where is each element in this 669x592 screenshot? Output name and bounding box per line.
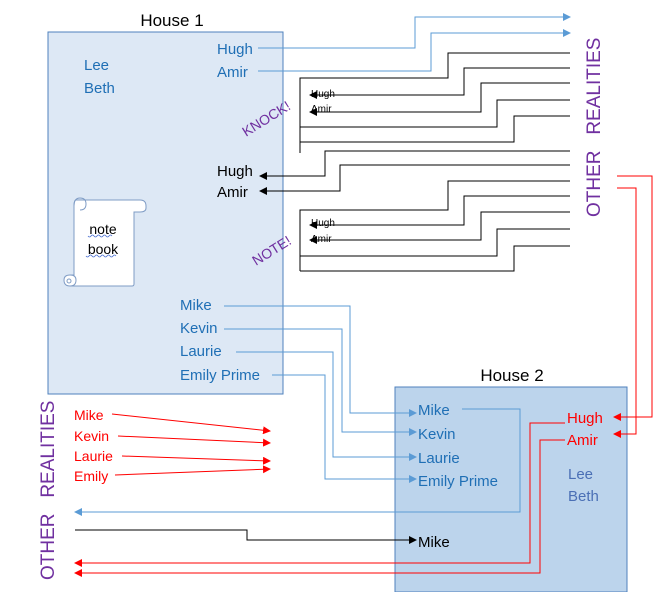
house1-to-house2-people-lines	[224, 305, 417, 483]
house2-person-laurie: Laurie	[418, 450, 460, 467]
house1-person-laurie: Laurie	[180, 343, 222, 360]
house2-person-emily-prime: Emily Prime	[418, 473, 498, 490]
house2-box	[394, 386, 628, 592]
house1-title: House 1	[140, 11, 203, 30]
house1-resident-lee: Lee	[84, 57, 109, 74]
notebook-text-line2: book	[88, 241, 119, 257]
other-realities-left: OTHER REALITIES	[38, 401, 59, 580]
red-other-realities-to-house2	[613, 175, 653, 438]
house2-hugh: Hugh	[567, 410, 603, 427]
house1-person-emily-prime: Emily Prime	[180, 367, 260, 384]
house1-hugh: Hugh	[217, 41, 253, 58]
arrow-amir-to-other-realities	[258, 29, 571, 72]
other-realities-right: OTHER REALITIES	[584, 38, 605, 217]
house1-resident-beth: Beth	[84, 80, 115, 97]
notebook-text-line1: note	[89, 221, 116, 237]
left-red-mike: Mike	[74, 407, 104, 423]
left-red-kevin: Kevin	[74, 428, 109, 444]
notebook-scroll-icon	[63, 197, 147, 287]
knock-lines	[299, 52, 570, 153]
house2-resident-beth: Beth	[568, 488, 599, 505]
house2-mike-bottom: Mike	[418, 534, 450, 551]
left-red-laurie: Laurie	[74, 448, 113, 464]
house1-hugh-2: Hugh	[217, 163, 253, 180]
left-red-emily: Emily	[74, 468, 108, 484]
house2-person-mike: Mike	[418, 402, 450, 419]
note-lines	[299, 180, 570, 272]
house1-hugh-amir-return-lines	[259, 150, 570, 195]
house2-resident-lee: Lee	[568, 466, 593, 483]
house2-mike-exit-arrow	[74, 408, 521, 516]
house2-person-kevin: Kevin	[418, 426, 456, 443]
notebook-spellcheck-underline	[85, 234, 117, 258]
left-red-arrows	[111, 413, 271, 476]
house2-title: House 2	[480, 366, 543, 385]
red-house2-to-left	[74, 422, 565, 577]
mike-entry-arrow	[75, 529, 417, 544]
knock-amir: Amir	[311, 104, 332, 115]
house1-amir: Amir	[217, 64, 248, 81]
house2-amir: Amir	[567, 432, 598, 449]
arrow-hugh-to-other-realities	[258, 13, 571, 49]
house1-person-kevin: Kevin	[180, 320, 218, 337]
note-hugh: Hugh	[311, 218, 335, 229]
house1-person-mike: Mike	[180, 297, 212, 314]
house1-amir-2: Amir	[217, 184, 248, 201]
